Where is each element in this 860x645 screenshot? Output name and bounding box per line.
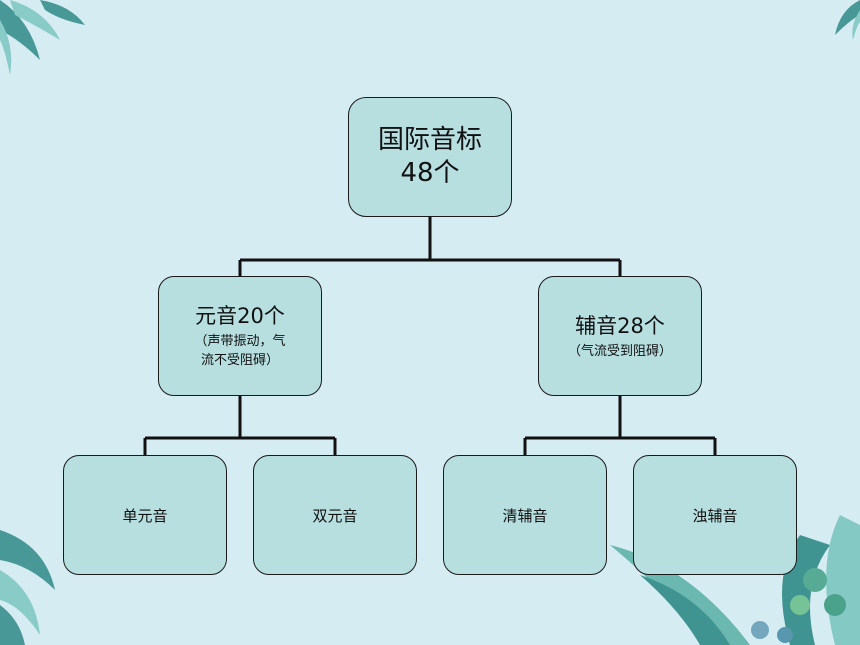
voiced-consonant-label: 浊辅音: [692, 506, 738, 525]
vowels-note: （声带振动，气 流不受阻碍）: [194, 332, 285, 370]
vowels-node: 元音20个 （声带振动，气 流不受阻碍）: [158, 276, 322, 396]
diphthong-label: 双元音: [312, 506, 358, 525]
palm-leaf-icon: [0, 0, 85, 75]
palm-leaf-icon: [0, 530, 55, 645]
fern-leaf-icon: [835, 0, 860, 40]
voiceless-consonant-node: 清辅音: [443, 455, 607, 575]
voiceless-consonant-label: 清辅音: [502, 506, 548, 525]
root-count: 48个: [400, 158, 460, 188]
voiced-consonant-node: 浊辅音: [633, 455, 797, 575]
vowels-note-line2: 流不受阻碍）: [200, 353, 279, 368]
consonants-note: （气流受到阻碍）: [567, 343, 672, 359]
root-node: 国际音标 48个: [348, 97, 512, 217]
vowels-title: 元音20个: [195, 304, 285, 328]
diphthong-node: 双元音: [253, 455, 417, 575]
consonants-title: 辅音28个: [575, 313, 665, 338]
root-title: 国际音标: [377, 125, 482, 155]
vowels-note-line1: （声带振动，气: [194, 334, 286, 349]
monophthong-label: 单元音: [122, 506, 168, 525]
monophthong-node: 单元音: [63, 455, 227, 575]
consonants-node: 辅音28个 （气流受到阻碍）: [538, 276, 702, 396]
